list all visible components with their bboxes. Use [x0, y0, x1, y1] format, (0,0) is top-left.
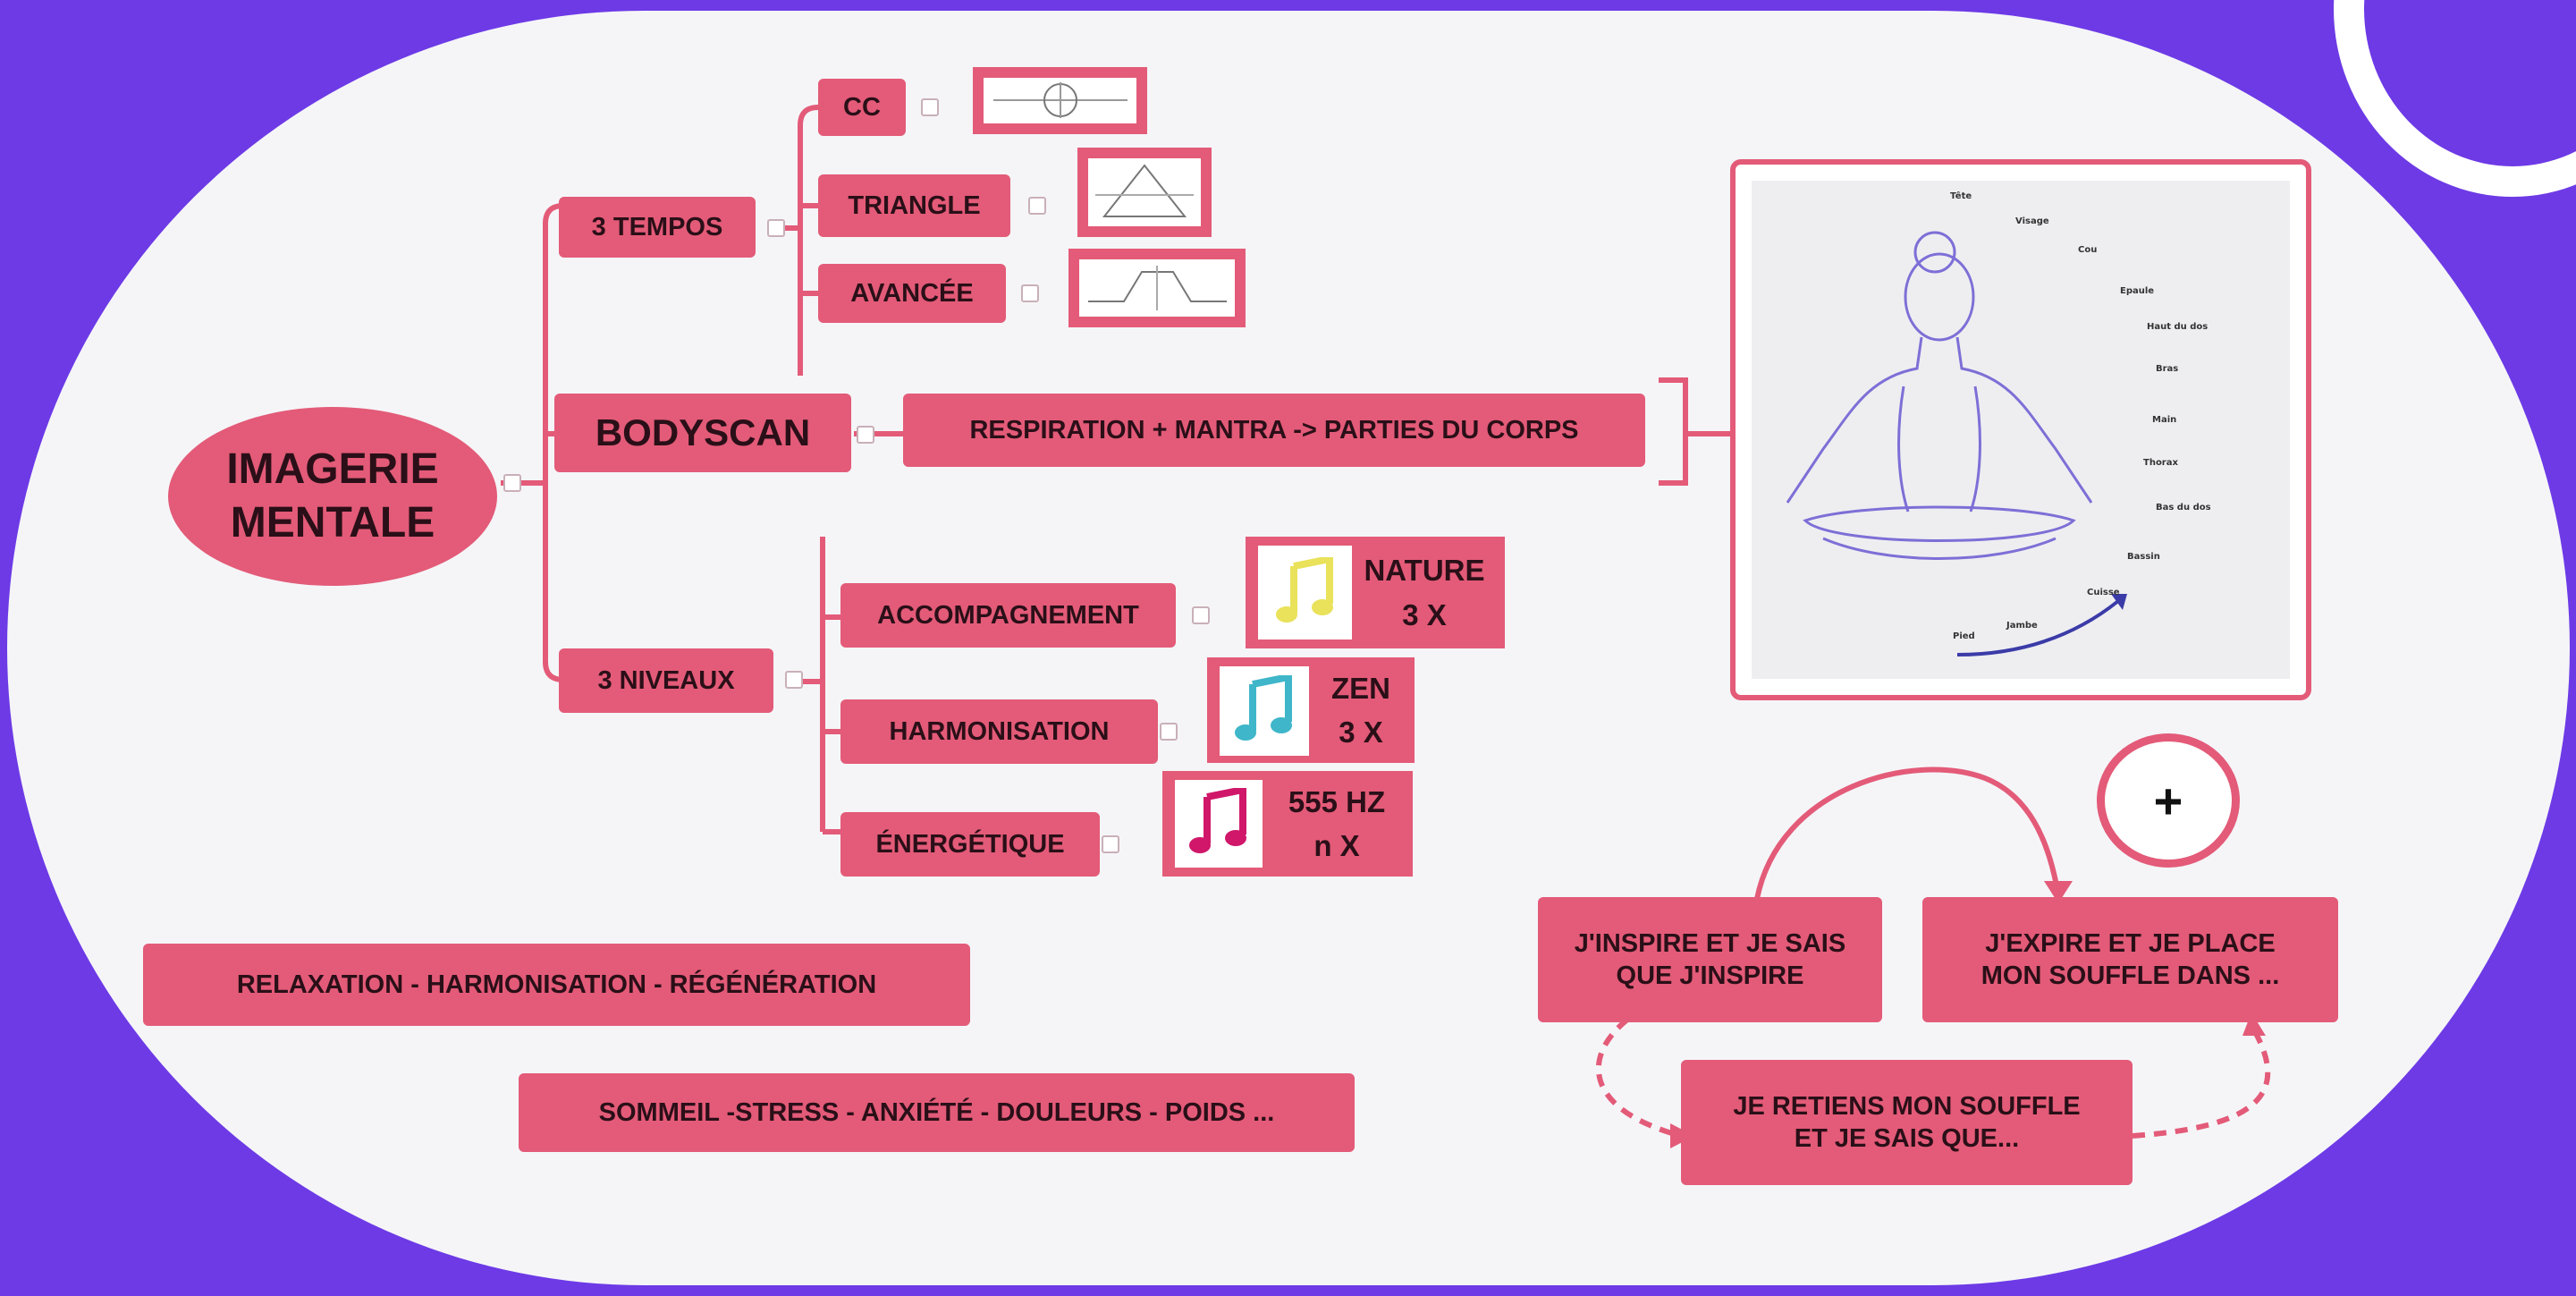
yoga-illustration-canvas: Tête Visage Cou Epaule Haut du dos Bras …	[1752, 181, 2290, 679]
niveau-node-energetique[interactable]: ÉNERGÉTIQUE	[840, 812, 1100, 877]
niveau-node-accompagnement-label: ACCOMPAGNEMENT	[877, 600, 1139, 630]
music-note-icon	[1175, 780, 1263, 868]
niveau-energetique-collapse-toggle[interactable]	[1102, 835, 1119, 853]
music-555hz-card: 555 HZ n X	[1162, 771, 1413, 877]
body-part-label: Tête	[1950, 191, 1972, 201]
cycle-node-retiens[interactable]: JE RETIENS MON SOUFFLE ET JE SAIS QUE...	[1681, 1060, 2133, 1185]
cycle-retiens-label: JE RETIENS MON SOUFFLE ET JE SAIS QUE...	[1733, 1091, 2081, 1153]
root-label-line2: MENTALE	[230, 499, 435, 546]
tempo-cc-collapse-toggle[interactable]	[921, 98, 939, 116]
cycle-inspire-label: J'INSPIRE ET JE SAIS QUE J'INSPIRE	[1574, 928, 1846, 990]
tempo-node-triangle-label: TRIANGLE	[848, 191, 981, 220]
body-part-label: Main	[2152, 415, 2177, 425]
branch-3-tempos-collapse-toggle[interactable]	[767, 219, 785, 237]
tempo-triangle-collapse-toggle[interactable]	[1028, 197, 1046, 215]
tempo-node-avancee[interactable]: AVANCÉE	[818, 264, 1006, 323]
circle-pattern-icon	[992, 82, 1128, 118]
niveau-accompagnement-collapse-toggle[interactable]	[1192, 606, 1210, 624]
body-part-label: Bras	[2156, 364, 2179, 374]
add-plus-button[interactable]: +	[2097, 733, 2240, 868]
note-sommeil-stress[interactable]: SOMMEIL -STRESS - ANXIÉTÉ - DOULEURS - P…	[519, 1073, 1355, 1152]
niveau-node-accompagnement[interactable]: ACCOMPAGNEMENT	[840, 583, 1176, 648]
bodyscan-yoga-illustration: Tête Visage Cou Epaule Haut du dos Bras …	[1730, 159, 2311, 700]
bodyscan-node-respiration-mantra[interactable]: RESPIRATION + MANTRA -> PARTIES DU CORPS	[903, 394, 1645, 467]
body-part-label: Epaule	[2120, 286, 2155, 296]
meditating-figure-icon	[1786, 231, 2127, 656]
branch-3-niveaux[interactable]: 3 NIVEAUX	[559, 648, 773, 713]
niveau-node-harmonisation-label: HARMONISATION	[889, 716, 1110, 746]
body-part-label: Thorax	[2143, 458, 2178, 468]
branch-bodyscan-label: BODYSCAN	[595, 411, 811, 453]
music-note-icon	[1258, 546, 1352, 640]
root-label-line1: IMAGERIE	[226, 445, 439, 493]
branch-3-tempos-label: 3 TEMPOS	[591, 212, 723, 241]
body-part-label: Haut du dos	[2147, 322, 2209, 332]
advanced-breathing-diagram	[1068, 249, 1246, 327]
music-zen-title: ZEN	[1331, 671, 1390, 705]
cycle-node-expire[interactable]: J'EXPIRE ET JE PLACE MON SOUFFLE DANS ..…	[1922, 897, 2338, 1022]
tempo-avancee-collapse-toggle[interactable]	[1021, 284, 1039, 302]
body-part-label: Bas du dos	[2156, 503, 2211, 512]
tempo-node-avancee-label: AVANCÉE	[850, 278, 974, 308]
music-555hz-count: n X	[1313, 829, 1360, 862]
music-nature-count: 3 X	[1402, 597, 1447, 631]
body-part-label: Jambe	[2006, 621, 2038, 631]
cycle-expire-label: J'EXPIRE ET JE PLACE MON SOUFFLE DANS ..…	[1981, 928, 2280, 990]
branch-bodyscan-collapse-toggle[interactable]	[857, 426, 874, 444]
root-node-imagerie-mentale[interactable]: IMAGERIE MENTALE	[168, 407, 497, 586]
branch-bodyscan[interactable]: BODYSCAN	[554, 394, 851, 472]
body-part-label: Cou	[2078, 245, 2098, 255]
niveau-node-harmonisation[interactable]: HARMONISATION	[840, 699, 1158, 764]
branch-3-tempos[interactable]: 3 TEMPOS	[559, 197, 756, 258]
niveau-harmonisation-collapse-toggle[interactable]	[1160, 723, 1178, 741]
triangle-pattern-icon	[1095, 164, 1194, 217]
cc-breathing-diagram	[973, 67, 1147, 134]
body-part-label: Cuisse	[2087, 588, 2120, 597]
bodyscan-node-label: RESPIRATION + MANTRA -> PARTIES DU CORPS	[969, 415, 1579, 445]
trapezoid-pattern-icon	[1087, 266, 1227, 310]
note-sommeil-label: SOMMEIL -STRESS - ANXIÉTÉ - DOULEURS - P…	[598, 1097, 1275, 1127]
tempo-node-triangle[interactable]: TRIANGLE	[818, 174, 1010, 237]
music-555hz-title: 555 HZ	[1288, 784, 1386, 818]
note-relaxation-label: RELAXATION - HARMONISATION - RÉGÉNÉRATIO…	[236, 970, 877, 999]
niveau-node-energetique-label: ÉNERGÉTIQUE	[875, 829, 1065, 859]
music-note-icon	[1220, 666, 1309, 756]
tempo-node-cc-label: CC	[843, 92, 881, 122]
music-nature-card: NATURE 3 X	[1246, 537, 1505, 648]
body-part-label: Pied	[1953, 631, 1975, 641]
cycle-node-inspire[interactable]: J'INSPIRE ET JE SAIS QUE J'INSPIRE	[1538, 897, 1882, 1022]
note-relaxation-harmonisation-regeneration[interactable]: RELAXATION - HARMONISATION - RÉGÉNÉRATIO…	[143, 944, 970, 1026]
triangle-breathing-diagram	[1077, 148, 1212, 237]
branch-3-niveaux-collapse-toggle[interactable]	[785, 671, 803, 689]
music-zen-count: 3 X	[1339, 716, 1383, 749]
music-zen-card: ZEN 3 X	[1207, 657, 1415, 763]
body-part-label: Bassin	[2127, 552, 2160, 562]
branch-3-niveaux-label: 3 NIVEAUX	[597, 665, 735, 695]
body-part-label: Visage	[2015, 216, 2049, 226]
music-nature-title: NATURE	[1364, 554, 1485, 587]
root-collapse-toggle[interactable]	[503, 474, 521, 492]
plus-icon: +	[2153, 772, 2183, 829]
tempo-node-cc[interactable]: CC	[818, 79, 906, 136]
